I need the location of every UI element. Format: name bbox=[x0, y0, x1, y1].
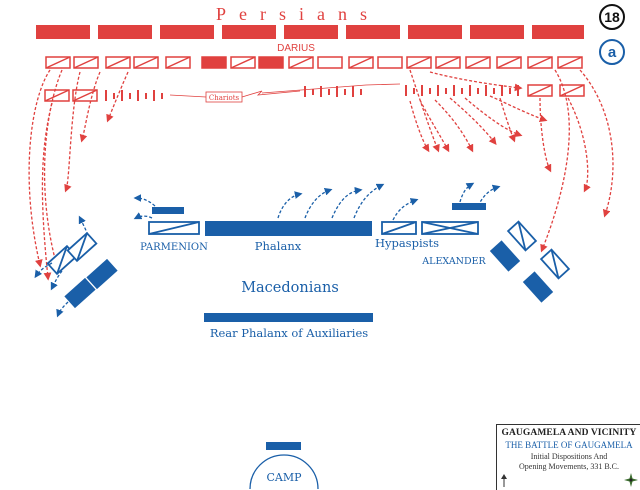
persian-cavalry-row bbox=[45, 56, 583, 69]
rear-phalanx-label: Rear Phalanx of Auxiliaries bbox=[210, 326, 368, 340]
camp-outline bbox=[249, 454, 319, 489]
north-arrow-icon bbox=[501, 474, 507, 487]
map-number-badge: 18 bbox=[599, 4, 625, 30]
parmenion-label: PARMENION bbox=[140, 242, 208, 253]
legend-title: GAUGAMELA AND VICINITY bbox=[501, 428, 637, 438]
persians-title: Persians bbox=[216, 4, 380, 24]
chariot-groups bbox=[105, 85, 519, 101]
macedonian-left-flank bbox=[46, 231, 118, 309]
macedonian-attack-arrows bbox=[34, 182, 501, 318]
hypaspists-label: Hypaspists bbox=[375, 236, 439, 250]
rear-phalanx-unit bbox=[204, 313, 373, 322]
map-letter-badge: a bbox=[599, 39, 625, 65]
chariots-label: Chariots bbox=[209, 94, 240, 102]
chariots-callout: Chariots bbox=[169, 83, 401, 103]
darius-label: DARIUS bbox=[277, 43, 315, 54]
compass-star-icon bbox=[624, 473, 638, 487]
persian-attack-arrows bbox=[28, 69, 614, 281]
alexander-label: ALEXANDER bbox=[421, 256, 486, 267]
legend-subtitle: THE BATTLE OF GAUGAMELA bbox=[505, 440, 633, 450]
legend-line-4: Opening Movements, 331 B.C. bbox=[519, 462, 619, 471]
camp-label: CAMP bbox=[266, 471, 302, 484]
macedonian-right-flank bbox=[489, 220, 571, 303]
phalanx-label: Phalanx bbox=[255, 239, 302, 253]
legend-line-3: Initial Dispositions And bbox=[530, 452, 608, 461]
macedonians-title: Macedonians bbox=[241, 280, 339, 296]
persian-front-line bbox=[36, 25, 584, 39]
map-legend: GAUGAMELA AND VICINITY THE BATTLE OF GAU… bbox=[496, 424, 640, 490]
camp-unit bbox=[266, 442, 301, 450]
macedonian-front-line bbox=[148, 203, 486, 236]
persian-reserve-row bbox=[44, 84, 585, 102]
